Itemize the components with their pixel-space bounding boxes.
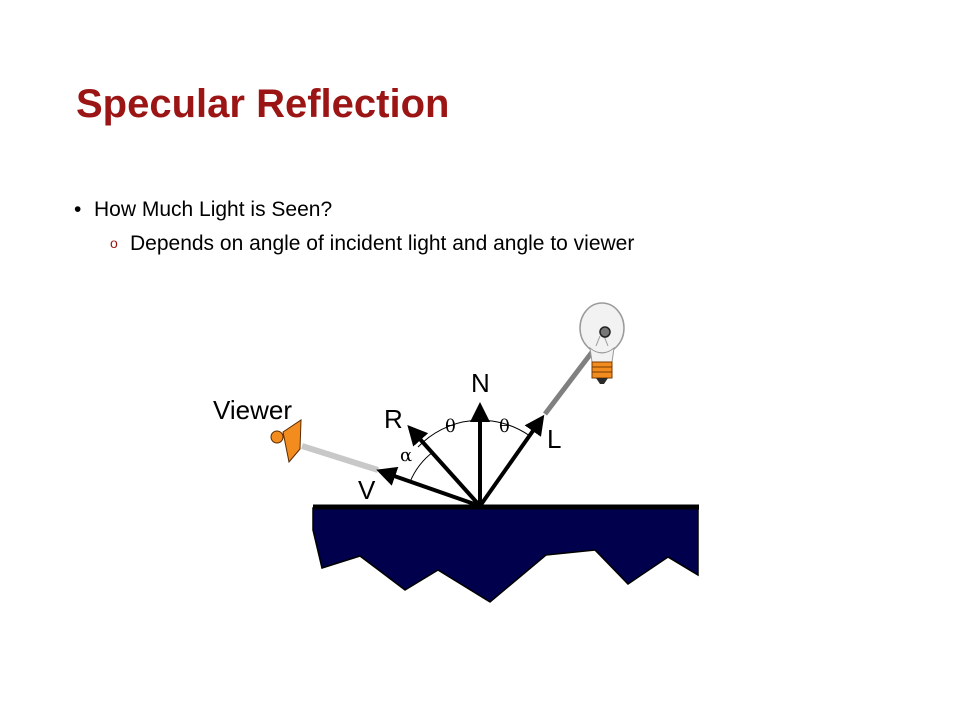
- light-label-L: L: [547, 424, 561, 454]
- bullet-how-much-light: • How Much Light is Seen?: [74, 198, 332, 222]
- eye-viewer-icon: [270, 419, 302, 464]
- reflection-vector-R: [407, 425, 482, 508]
- view-vector-V: [376, 466, 481, 508]
- reflecting-surface: [312, 507, 699, 603]
- theta-left-label: θ: [445, 416, 456, 437]
- alpha-arc: [409, 451, 434, 483]
- theta-right-label: θ: [499, 416, 510, 437]
- bullet-marker: •: [74, 198, 82, 221]
- viewer-label: Viewer: [213, 395, 292, 425]
- sub-bullet-marker: o: [110, 235, 118, 251]
- sub-bullet-depends-on-angle: o Depends on angle of incident light and …: [110, 232, 634, 256]
- view-ray: [301, 443, 379, 473]
- slide-title: Specular Reflection: [76, 82, 450, 126]
- theta-arc: [417, 419, 531, 448]
- light-bulb-icon: [579, 302, 625, 384]
- alpha-label: α: [400, 445, 412, 466]
- light-vector-L: [478, 414, 545, 508]
- sub-bullet-text: Depends on angle of incident light and a…: [130, 232, 635, 255]
- reflected-label-R: R: [384, 404, 403, 434]
- bullet-text: How Much Light is Seen?: [94, 198, 333, 221]
- view-label-V: V: [358, 475, 376, 505]
- normal-label-N: N: [471, 368, 490, 398]
